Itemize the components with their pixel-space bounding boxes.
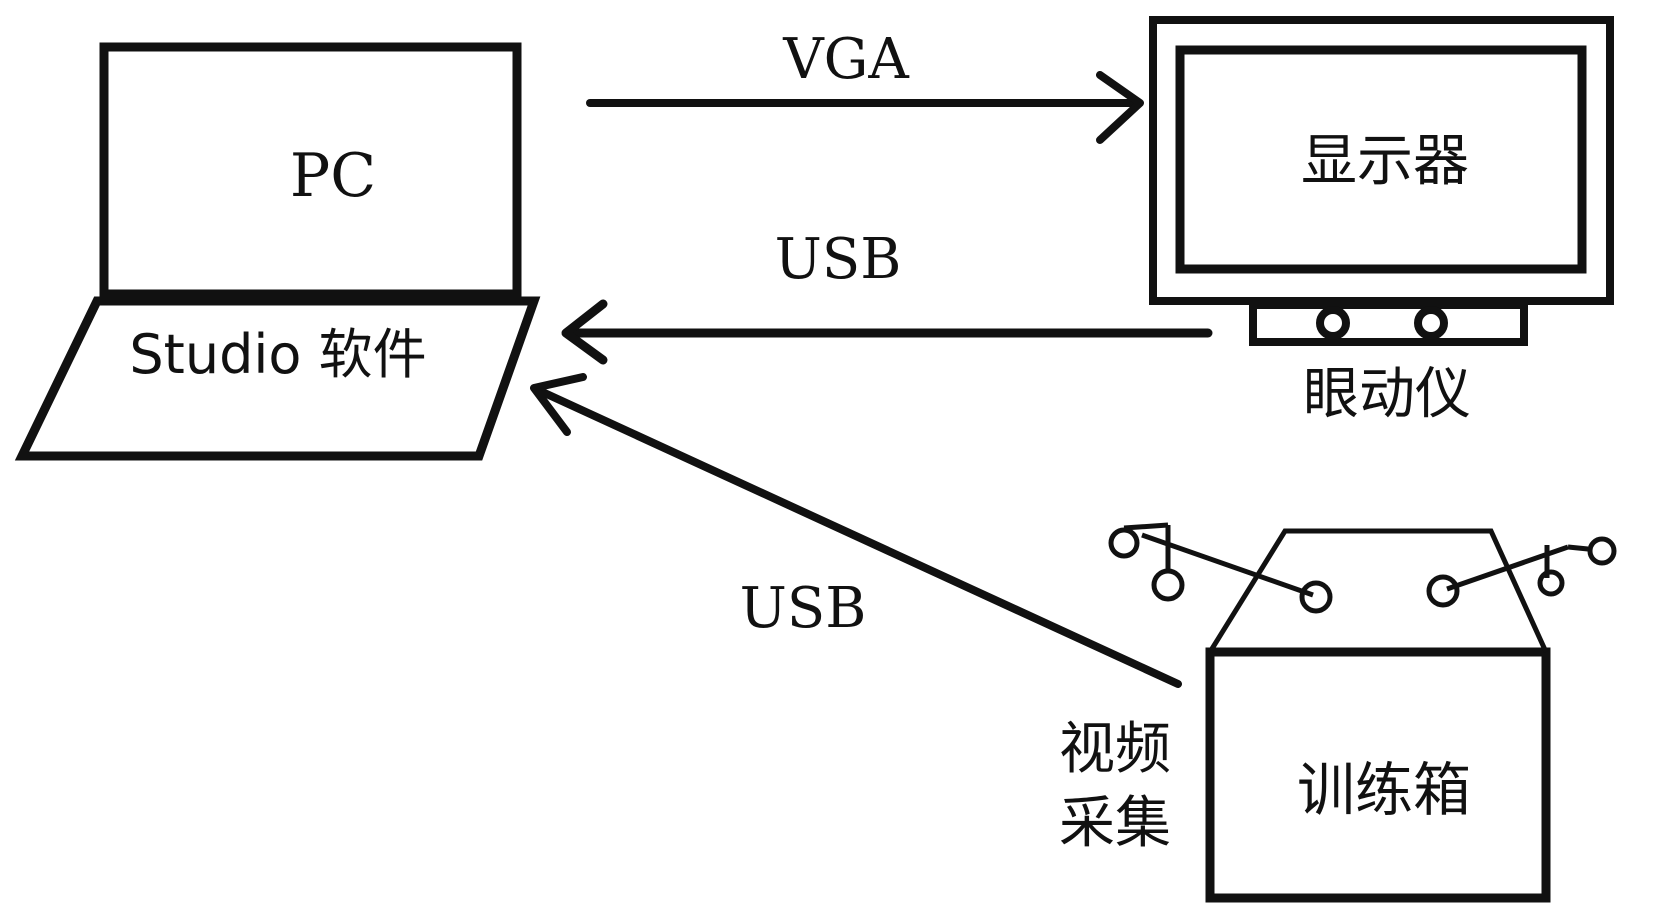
eye-tracker [1249,301,1528,346]
eye-tracker-label: 眼动仪 [1303,362,1471,427]
instrument-right [1426,536,1617,608]
laptop-base [14,296,541,461]
instrument-left [1108,522,1333,614]
monitor-label: 显示器 [1301,129,1469,194]
video-capture-label-line1: 视频 [1059,717,1171,782]
training-box-top-frame [1207,528,1549,654]
video-capture-label-line2: 采集 [1059,791,1171,856]
eye-tracker-body [1249,301,1528,346]
usb-label-bottom: USB [740,576,867,641]
training-box-body [1205,647,1551,903]
arrow-usb-training-box [530,373,1182,688]
arrow-usb-eye-tracker [561,299,1213,365]
eye-tracker-lens-right [1414,306,1448,340]
monitor-inner-frame [1175,45,1587,274]
training-box-label: 训练箱 [1297,756,1471,824]
software-label: Studio 软件 [129,323,426,386]
vga-label: VGA [782,27,909,92]
arrow-vga [586,71,1144,144]
usb-label-top: USB [775,227,902,292]
eye-tracker-lens-left [1316,306,1350,340]
laptop [14,42,541,461]
pc-label: PC [290,141,376,211]
training-box [1108,522,1617,903]
laptop-screen [99,42,522,299]
